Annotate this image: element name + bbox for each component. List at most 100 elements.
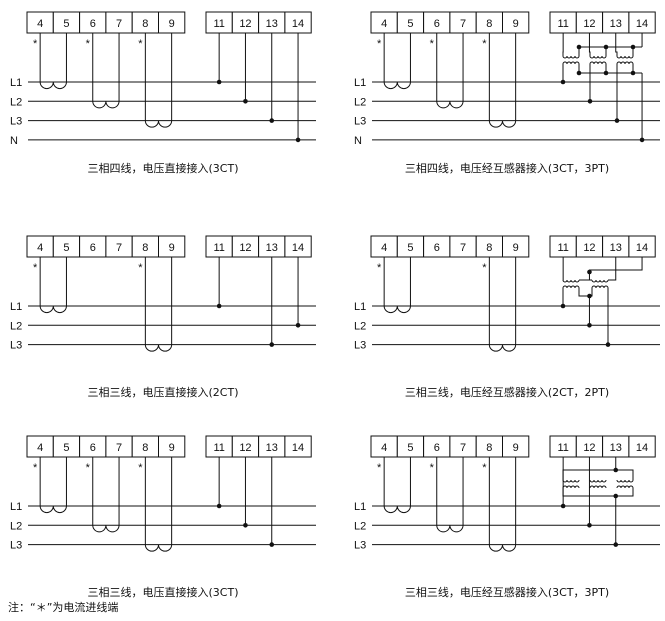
terminal-label: 11	[557, 18, 568, 30]
transformer-coil	[562, 61, 580, 65]
transformer-coil	[616, 61, 634, 65]
current-in-marker: *	[138, 462, 143, 474]
current-in-marker: *	[33, 462, 38, 474]
junction-dot	[269, 118, 275, 123]
terminal-label: 4	[37, 18, 43, 30]
wire	[588, 257, 643, 280]
terminal-label: 8	[486, 18, 492, 30]
phase-label: L1	[354, 77, 366, 89]
terminal-label: 9	[169, 442, 175, 454]
current-in-marker: *	[430, 462, 435, 474]
junction-dot	[603, 70, 609, 76]
transformer-coil	[616, 479, 634, 483]
terminal-label: 11	[557, 242, 568, 254]
terminal-label: 14	[636, 18, 648, 30]
current-in-marker: *	[377, 262, 382, 274]
diagram-caption: 三相三线，电压经互感器接入(2CT，2PT)	[405, 385, 609, 399]
terminal-label: 12	[239, 442, 251, 454]
phase-label: L3	[10, 340, 22, 352]
terminal-label: 6	[434, 18, 440, 30]
terminal-label: 6	[90, 442, 96, 454]
transformer-coil	[591, 279, 609, 283]
phase-label: L2	[354, 96, 366, 108]
current-transformer	[144, 344, 173, 352]
phase-label: L3	[10, 540, 22, 552]
terminal-label: 5	[407, 18, 413, 30]
terminal-label: 5	[407, 442, 413, 454]
terminal-box	[628, 435, 656, 458]
current-in-marker: *	[138, 38, 143, 50]
terminal-label: 14	[636, 442, 648, 454]
phase-label: L1	[10, 501, 22, 513]
junction-dot	[613, 467, 619, 473]
phase-label: L2	[10, 520, 22, 532]
current-in-marker: *	[377, 462, 382, 474]
terminal-label: 8	[486, 242, 492, 254]
wire	[562, 488, 634, 497]
terminal-label: 13	[610, 18, 622, 30]
junction-dot	[613, 542, 619, 547]
current-transformer	[39, 505, 67, 514]
wire	[615, 33, 618, 56]
terminal-label: 9	[513, 242, 519, 254]
transformer-coil	[616, 55, 634, 59]
current-in-marker: *	[138, 262, 143, 274]
current-transformer	[92, 525, 120, 533]
terminal-label: 8	[142, 442, 148, 454]
transformer-coil	[562, 285, 580, 289]
terminal-label: 12	[239, 18, 251, 30]
terminal-label: 9	[513, 442, 519, 454]
junction-dot	[216, 79, 222, 85]
junction-dot	[269, 542, 275, 547]
current-transformer	[488, 120, 517, 128]
terminal-label: 12	[583, 242, 595, 254]
terminal-label: 14	[292, 18, 304, 30]
transformer-coil	[562, 479, 580, 483]
diagram-caption: 三相三线，电压直接接入(2CT)	[88, 385, 239, 399]
terminal-label: 6	[90, 18, 96, 30]
phase-label: L3	[354, 116, 366, 128]
junction-dot	[587, 269, 592, 275]
terminal-label: 8	[142, 242, 148, 254]
current-transformer	[39, 305, 67, 314]
terminal-label: 9	[513, 18, 519, 30]
terminal-label: 13	[610, 242, 622, 254]
wire	[588, 33, 591, 56]
transformer-coil	[562, 55, 580, 59]
transformer-coil	[589, 61, 607, 65]
junction-dot	[243, 99, 248, 104]
terminal-label: 5	[63, 18, 69, 30]
transformer-coil	[591, 285, 609, 289]
terminal-label: 13	[266, 242, 278, 254]
phase-label: L3	[354, 340, 366, 352]
transformer-coil	[589, 479, 607, 483]
junction-dot	[639, 137, 645, 143]
terminal-label: 12	[583, 442, 595, 454]
terminal-label: 9	[169, 18, 175, 30]
current-transformer	[383, 305, 411, 314]
current-in-marker: *	[86, 38, 91, 50]
current-transformer	[39, 81, 67, 90]
diagram-caption: 三相四线，电压直接接入(3CT)	[88, 161, 239, 175]
transformer-coil	[616, 485, 634, 489]
phase-label: L1	[10, 301, 22, 313]
current-in-marker: *	[430, 38, 435, 50]
terminal-label: 4	[37, 442, 43, 454]
current-in-marker: *	[482, 462, 487, 474]
terminal-label: 6	[90, 242, 96, 254]
junction-dot	[613, 493, 619, 499]
junction-dot	[630, 44, 636, 50]
current-in-marker: *	[86, 462, 91, 474]
junction-dot	[576, 70, 582, 76]
transformer-coil	[562, 485, 580, 489]
junction-dot	[295, 137, 301, 143]
current-in-marker: *	[377, 38, 382, 50]
junction-dot	[603, 44, 609, 50]
phase-label: L3	[10, 116, 22, 128]
